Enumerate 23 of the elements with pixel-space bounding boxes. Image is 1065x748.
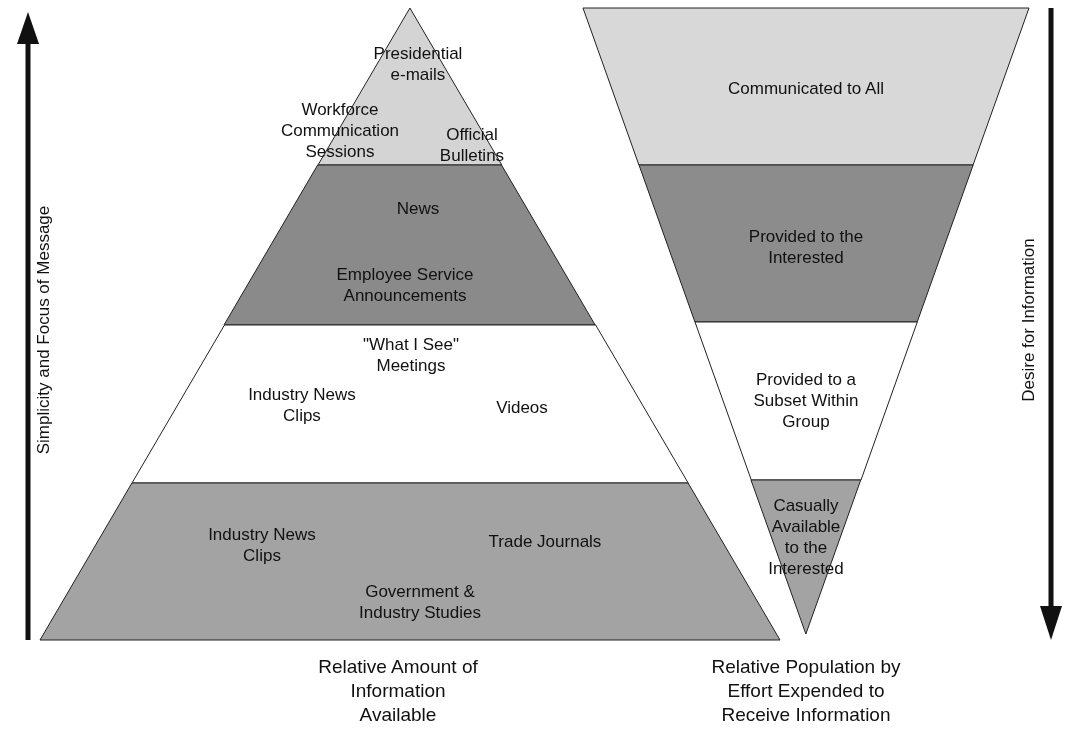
funnel-tier	[583, 8, 1029, 165]
tier-text: Videos	[495, 396, 549, 418]
axis-label: Simplicity and Focus of Message	[33, 205, 54, 455]
tier-text: Communicated to All	[727, 77, 885, 99]
tier-text: Employee Service Announcements	[335, 264, 475, 306]
tier-text: News	[395, 197, 441, 219]
funnel-caption: Relative Population by Effort Expended to Receive Information	[710, 655, 902, 727]
axis-label: Desire for Information	[1018, 238, 1039, 402]
tier-text: "What I See" Meetings	[361, 334, 461, 376]
tier-text: Industry News Clips	[247, 384, 357, 426]
pyramid-tier	[224, 165, 596, 325]
tier-text: Presidential e-mails	[372, 43, 464, 85]
funnel-tier	[638, 165, 974, 322]
tier-text: Official Bulletins	[438, 124, 506, 166]
tier-text: Government & Industry Studies	[358, 581, 482, 623]
pyramid-tier	[131, 325, 689, 483]
tier-text: Provided to the Interested	[747, 226, 865, 268]
tier-text: Trade Journals	[487, 530, 603, 552]
funnel-tier	[694, 322, 918, 480]
tier-text: Provided to a Subset Within Group	[752, 368, 860, 432]
pyramid-caption: Relative Amount of Information Available	[317, 655, 479, 727]
tier-text: Industry News Clips	[207, 524, 317, 566]
funnel-tier	[751, 480, 861, 634]
